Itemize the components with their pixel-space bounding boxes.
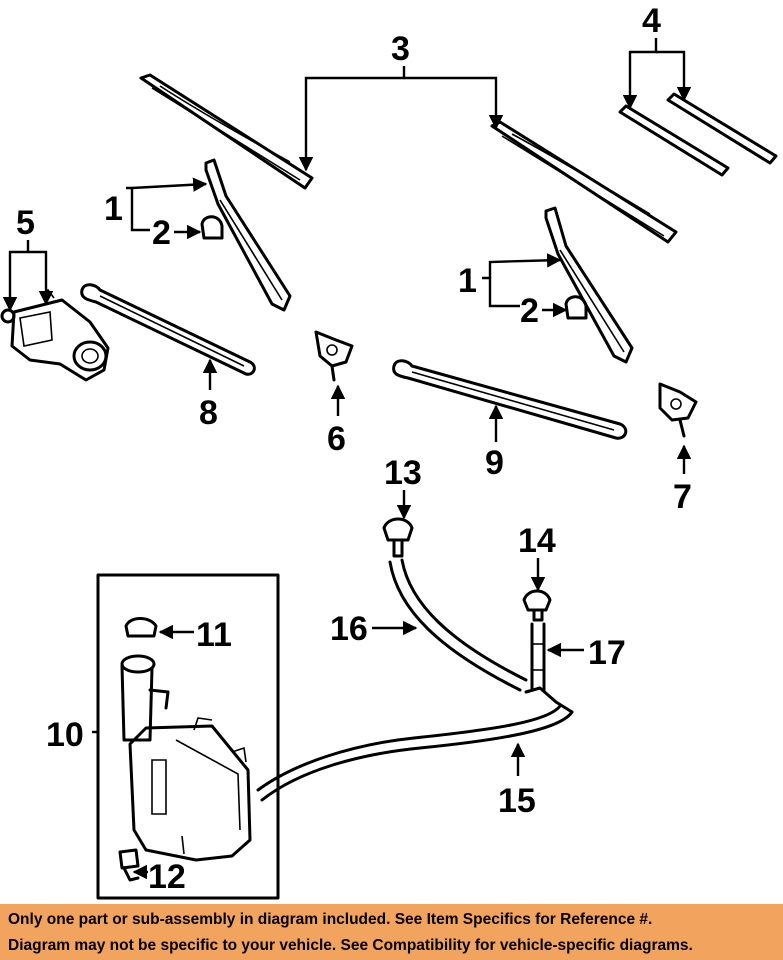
callout-7: 7	[673, 478, 692, 516]
callout-5: 5	[16, 204, 35, 242]
callout-14: 14	[518, 522, 556, 560]
callout-15: 15	[498, 782, 536, 820]
callout-3: 3	[391, 30, 410, 68]
pivot-left	[314, 330, 354, 382]
washer-nozzle-14	[522, 589, 552, 622]
callout-2-right: 2	[520, 292, 539, 330]
wiper-arm-left	[204, 158, 292, 312]
leader-lines	[2, 38, 692, 880]
wiper-blade-left	[139, 73, 314, 190]
blade-insert-b	[666, 92, 778, 165]
callout-8: 8	[199, 394, 218, 432]
callout-10: 10	[46, 716, 84, 754]
washer-hose-16	[388, 558, 528, 692]
washer-hose-15	[256, 686, 574, 802]
wiper-arm-right	[544, 206, 634, 364]
arm-cap-right	[564, 295, 588, 320]
callout-2-left: 2	[152, 214, 171, 252]
disclaimer-line-1: Only one part or sub-assembly in diagram…	[8, 911, 653, 928]
callout-17: 17	[588, 634, 626, 672]
arm-cap-left	[200, 215, 224, 240]
washer-hose-17	[530, 622, 546, 692]
linkage-rod-right	[392, 359, 628, 440]
callout-1-left: 1	[104, 190, 123, 228]
callout-1-right: 1	[458, 262, 477, 300]
wiper-motor	[0, 288, 110, 382]
washer-nozzle-13	[382, 517, 414, 558]
callout-6: 6	[327, 420, 346, 458]
wiper-parts-diagram: 1 2 3 4 5 1 2 8 6 9 7 13 14 16 17 15 11 …	[0, 2, 778, 900]
disclaimer-banner: Only one part or sub-assembly in diagram…	[0, 904, 783, 960]
callout-4: 4	[642, 2, 661, 40]
callouts: 1 2 3 4 5 1 2 8 6 9 7 13 14 16 17 15 11 …	[16, 2, 692, 896]
pivot-right	[658, 382, 698, 438]
callout-11: 11	[196, 616, 232, 654]
reservoir-assembly	[118, 617, 252, 882]
reservoir-box	[96, 573, 280, 900]
callout-9: 9	[485, 444, 504, 482]
callout-13: 13	[384, 454, 422, 492]
linkage-rod-left	[80, 283, 256, 376]
callout-12: 12	[148, 858, 186, 896]
wiper-blade-right	[490, 120, 678, 244]
callout-16: 16	[330, 610, 368, 648]
disclaimer-line-2: Diagram may not be specific to your vehi…	[8, 937, 693, 954]
